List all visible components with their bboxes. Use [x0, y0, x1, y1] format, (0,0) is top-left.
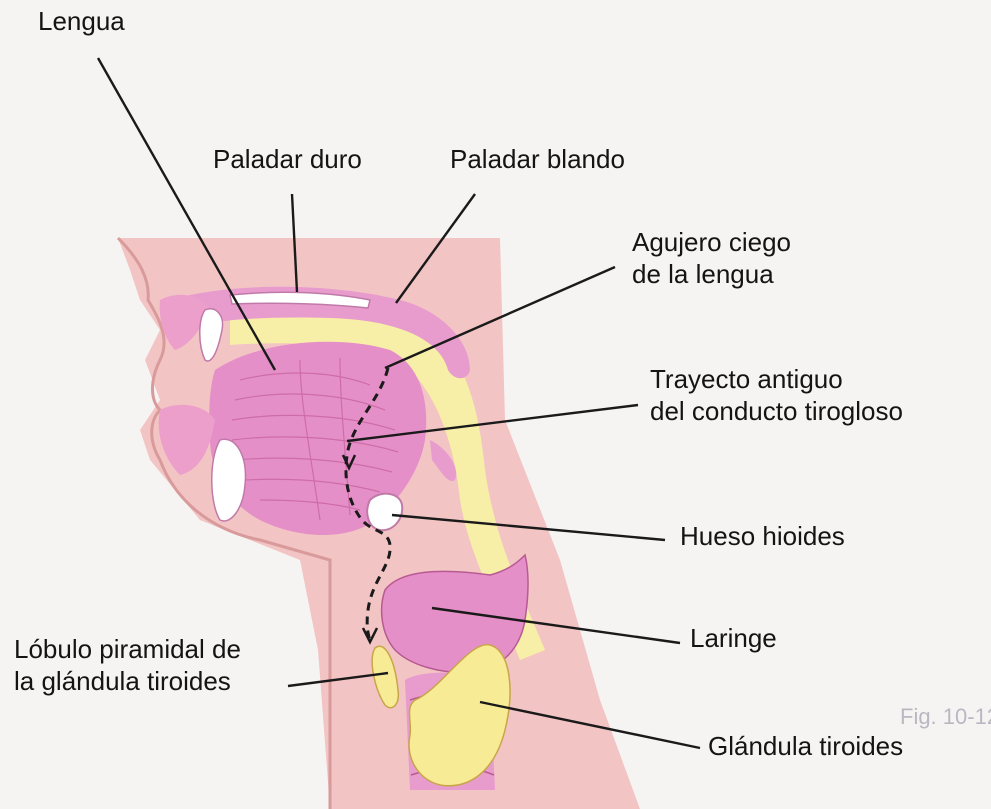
- label-trayecto: Trayecto antiguo del conducto tirogloso: [650, 363, 903, 427]
- label-glandula-tiroides: Glándula tiroides: [708, 730, 903, 762]
- label-hueso-hioides: Hueso hioides: [680, 520, 845, 552]
- label-lobulo-piramidal: Lóbulo piramidal de la glándula tiroides: [14, 633, 241, 697]
- label-paladar-duro: Paladar duro: [213, 143, 362, 175]
- label-lengua: Lengua: [38, 5, 125, 37]
- label-agujero-ciego: Agujero ciego de la lengua: [632, 226, 791, 290]
- label-laringe: Laringe: [690, 622, 777, 654]
- label-paladar-blando: Paladar blando: [450, 143, 625, 175]
- caption-fragment: Fig. 10-12: [900, 704, 991, 730]
